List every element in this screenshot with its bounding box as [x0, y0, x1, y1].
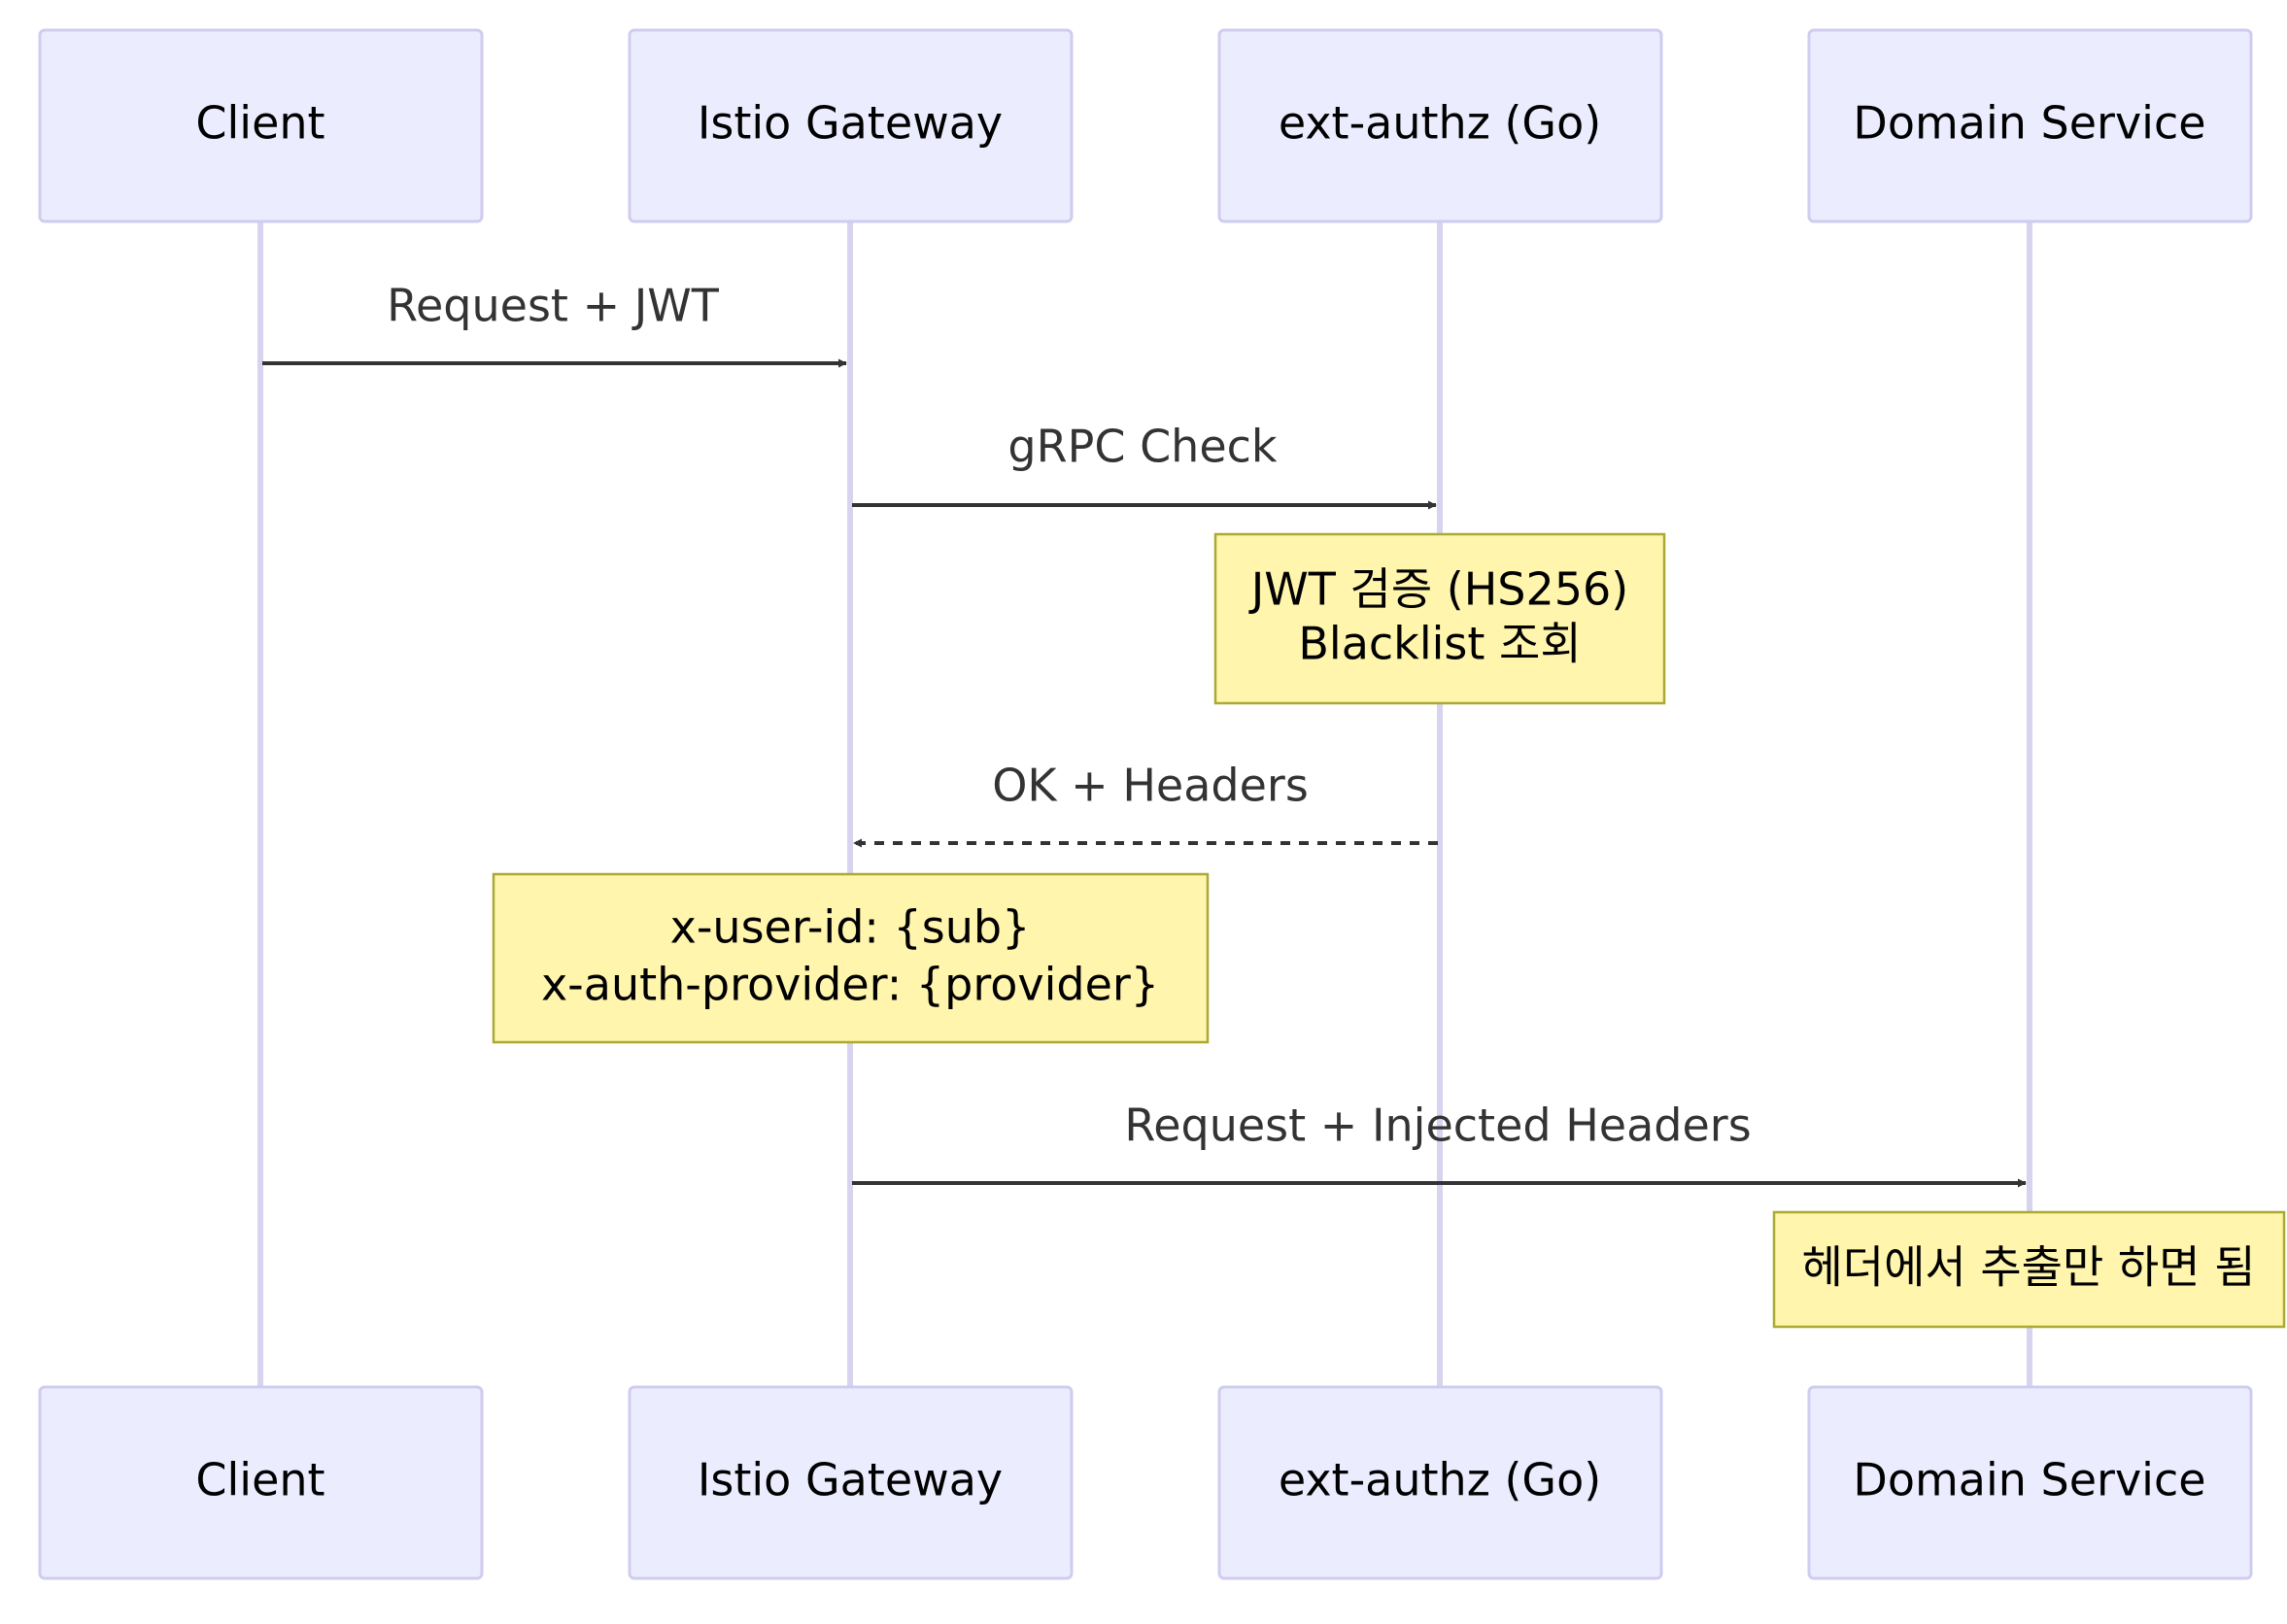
note-jwt-verify: JWT 검증 (HS256) Blacklist 조회 — [1213, 532, 1666, 705]
message-request-jwt: Request + JWT — [262, 280, 847, 368]
actor-gateway-top: Istio Gateway — [628, 28, 1074, 223]
message-label: Request + JWT — [387, 280, 720, 332]
actor-label: Client — [195, 97, 324, 150]
actor-client-bottom: Client — [38, 1385, 484, 1580]
actor-label: Istio Gateway — [698, 97, 1003, 150]
note-line: Blacklist 조회 — [1298, 618, 1581, 670]
actor-label: ext-authz (Go) — [1279, 1454, 1601, 1506]
actor-label: ext-authz (Go) — [1279, 97, 1601, 150]
message-grpc-check: gRPC Check — [852, 421, 1437, 510]
message-label: OK + Headers — [992, 760, 1309, 812]
note-line: JWT 검증 (HS256) — [1248, 563, 1629, 616]
note-line: x-auth-provider: {provider} — [541, 959, 1159, 1011]
note-injected-headers: x-user-id: {sub} x-auth-provider: {provi… — [492, 872, 1210, 1044]
message-request-injected: Request + Injected Headers — [852, 1100, 2027, 1188]
note-line: 헤더에서 추출만 하면 됨 — [1801, 1241, 2255, 1294]
actor-label: Istio Gateway — [698, 1454, 1003, 1506]
actor-domain-bottom: Domain Service — [1807, 1385, 2253, 1580]
actor-label: Domain Service — [1853, 1454, 2205, 1506]
message-label: gRPC Check — [1007, 421, 1278, 473]
actor-label: Domain Service — [1853, 97, 2205, 150]
actor-client-top: Client — [38, 28, 484, 223]
actor-extauthz-top: ext-authz (Go) — [1217, 28, 1663, 223]
message-label: Request + Injected Headers — [1124, 1100, 1751, 1152]
message-ok-headers: OK + Headers — [853, 760, 1438, 848]
actor-label: Client — [195, 1454, 324, 1506]
note-extract-only: 헤더에서 추출만 하면 됨 — [1772, 1210, 2286, 1329]
actor-gateway-bottom: Istio Gateway — [628, 1385, 1074, 1580]
note-line: x-user-id: {sub} — [670, 901, 1031, 954]
actor-extauthz-bottom: ext-authz (Go) — [1217, 1385, 1663, 1580]
actor-domain-top: Domain Service — [1807, 28, 2253, 223]
